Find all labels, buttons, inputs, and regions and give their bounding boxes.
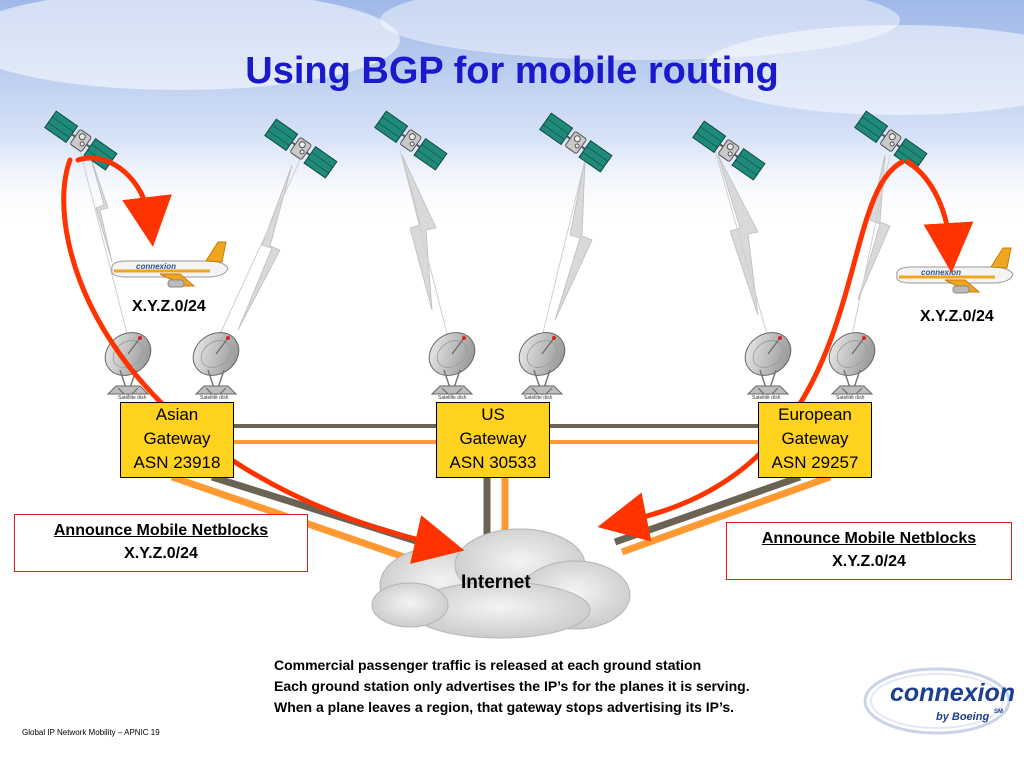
note-line: Commercial passenger traffic is released… (274, 657, 702, 673)
logo-word: connexion (890, 679, 1016, 707)
svg-text:Satellite dish: Satellite dish (836, 395, 865, 401)
slide-footer: Global IP Network Mobility – APNIC 19 (22, 728, 160, 737)
announce-heading: Announce Mobile Netblocks (761, 530, 977, 547)
announce-prefix: X.Y.Z.0/24 (124, 545, 198, 562)
logo-swoosh-icon (863, 667, 1011, 735)
plane-prefix-west: X.Y.Z.0/24 (132, 298, 206, 315)
gateway-type: Gateway (143, 429, 211, 448)
gateway-box-european: European Gateway ASN 29257 (758, 402, 872, 478)
gateway-asn: ASN 23918 (133, 453, 221, 472)
satellite-dish-icon (736, 323, 800, 395)
svg-text:Satellite dish: Satellite dish (752, 395, 781, 401)
route-arrow-asia (61, 157, 465, 564)
svg-text:Satellite dish: Satellite dish (200, 395, 229, 401)
connexion-logo: connexion by Boeing SM (862, 665, 1016, 737)
logo-mark: SM (994, 709, 1003, 715)
satellite-dish-icon (420, 323, 484, 395)
internet-label: Internet (461, 572, 531, 593)
announce-prefix: X.Y.Z.0/24 (832, 553, 906, 570)
handoff-arrow-west (75, 155, 172, 247)
gateway-box-us: US Gateway ASN 30533 (436, 402, 550, 478)
svg-text:Satellite dish: Satellite dish (118, 395, 147, 401)
svg-text:Satellite dish: Satellite dish (524, 395, 553, 401)
announce-box-west: Announce Mobile Netblocks X.Y.Z.0/24 (14, 514, 308, 572)
uplink-lines (79, 149, 891, 346)
gateway-links (232, 424, 758, 444)
dish-labels: Satellite dish Satellite dish Satellite … (118, 395, 865, 401)
svg-text:Satellite dish: Satellite dish (438, 395, 467, 401)
note-line: When a plane leaves a region, that gatew… (274, 699, 735, 715)
gateway-type: Gateway (459, 429, 527, 448)
notes-block: Commercial passenger traffic is released… (274, 655, 750, 718)
gateway-type: Gateway (781, 429, 849, 448)
airplane-icon (895, 246, 1015, 295)
announce-heading: Announce Mobile Netblocks (53, 522, 269, 539)
plane-prefix-east: X.Y.Z.0/24 (920, 308, 994, 325)
announce-box-east: Announce Mobile Netblocks X.Y.Z.0/24 (726, 522, 1012, 580)
route-arrow-europe (597, 159, 905, 542)
note-line: Each ground station only advertises the … (274, 678, 750, 694)
gateway-box-asian: Asian Gateway ASN 23918 (120, 402, 234, 478)
gateway-name: European (778, 405, 852, 424)
gateway-name: US (481, 405, 505, 424)
airplane-icon (110, 240, 230, 289)
gateway-asn: ASN 29257 (771, 453, 859, 472)
slide-title: Using BGP for mobile routing (245, 50, 779, 92)
gateway-name: Asian (155, 405, 199, 424)
handoff-arrow-east (905, 159, 974, 273)
internet-cloud (371, 528, 631, 639)
route-arrows (61, 155, 974, 564)
satellite-dish-icon (184, 323, 248, 395)
sky-cloud (0, 0, 400, 90)
satellite-dish-icon (510, 323, 574, 395)
gateway-asn: ASN 30533 (449, 453, 537, 472)
logo-sub: by Boeing (936, 711, 990, 723)
sky-cloud (700, 25, 1024, 115)
